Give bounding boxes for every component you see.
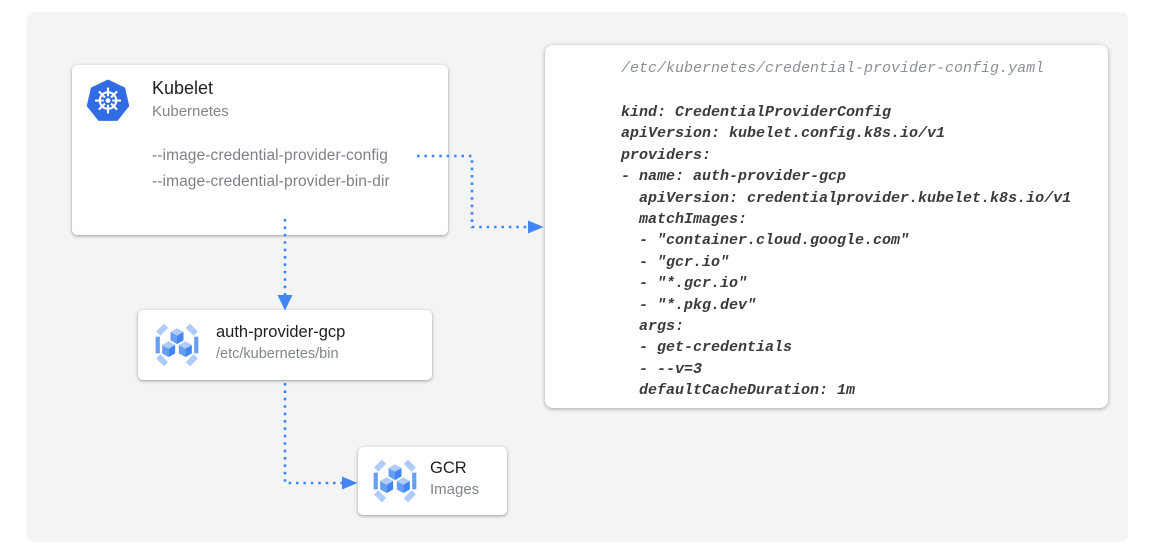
config-file-code: kind: CredentialProviderConfig apiVersio… [621,104,1072,400]
auth-provider-title: auth-provider-gcp [216,323,346,341]
auth-provider-path: /etc/kubernetes/bin [216,346,339,362]
kubelet-title: Kubelet [152,78,214,98]
config-file-path: /etc/kubernetes/credential-provider-conf… [621,60,1045,77]
container-registry-icon [151,322,203,368]
container-registry-icon [369,458,421,504]
kubelet-flag-bin-dir: --image-credential-provider-bin-dir [152,173,390,190]
kubelet-subtitle: Kubernetes [152,103,229,120]
gcr-card: GCR Images [358,447,507,515]
kubelet-card: Kubelet Kubernetes --image-credential-pr… [72,65,448,235]
kubelet-flag-config: --image-credential-provider-config [152,147,388,164]
auth-provider-card: auth-provider-gcp /etc/kubernetes/bin [138,310,432,380]
config-file-card: /etc/kubernetes/credential-provider-conf… [545,45,1108,408]
kubelet-flags: --image-credential-provider-config --ima… [152,143,390,195]
kubernetes-logo-icon [85,78,131,124]
gcr-title: GCR [430,459,467,477]
gcr-subtitle: Images [430,481,480,498]
